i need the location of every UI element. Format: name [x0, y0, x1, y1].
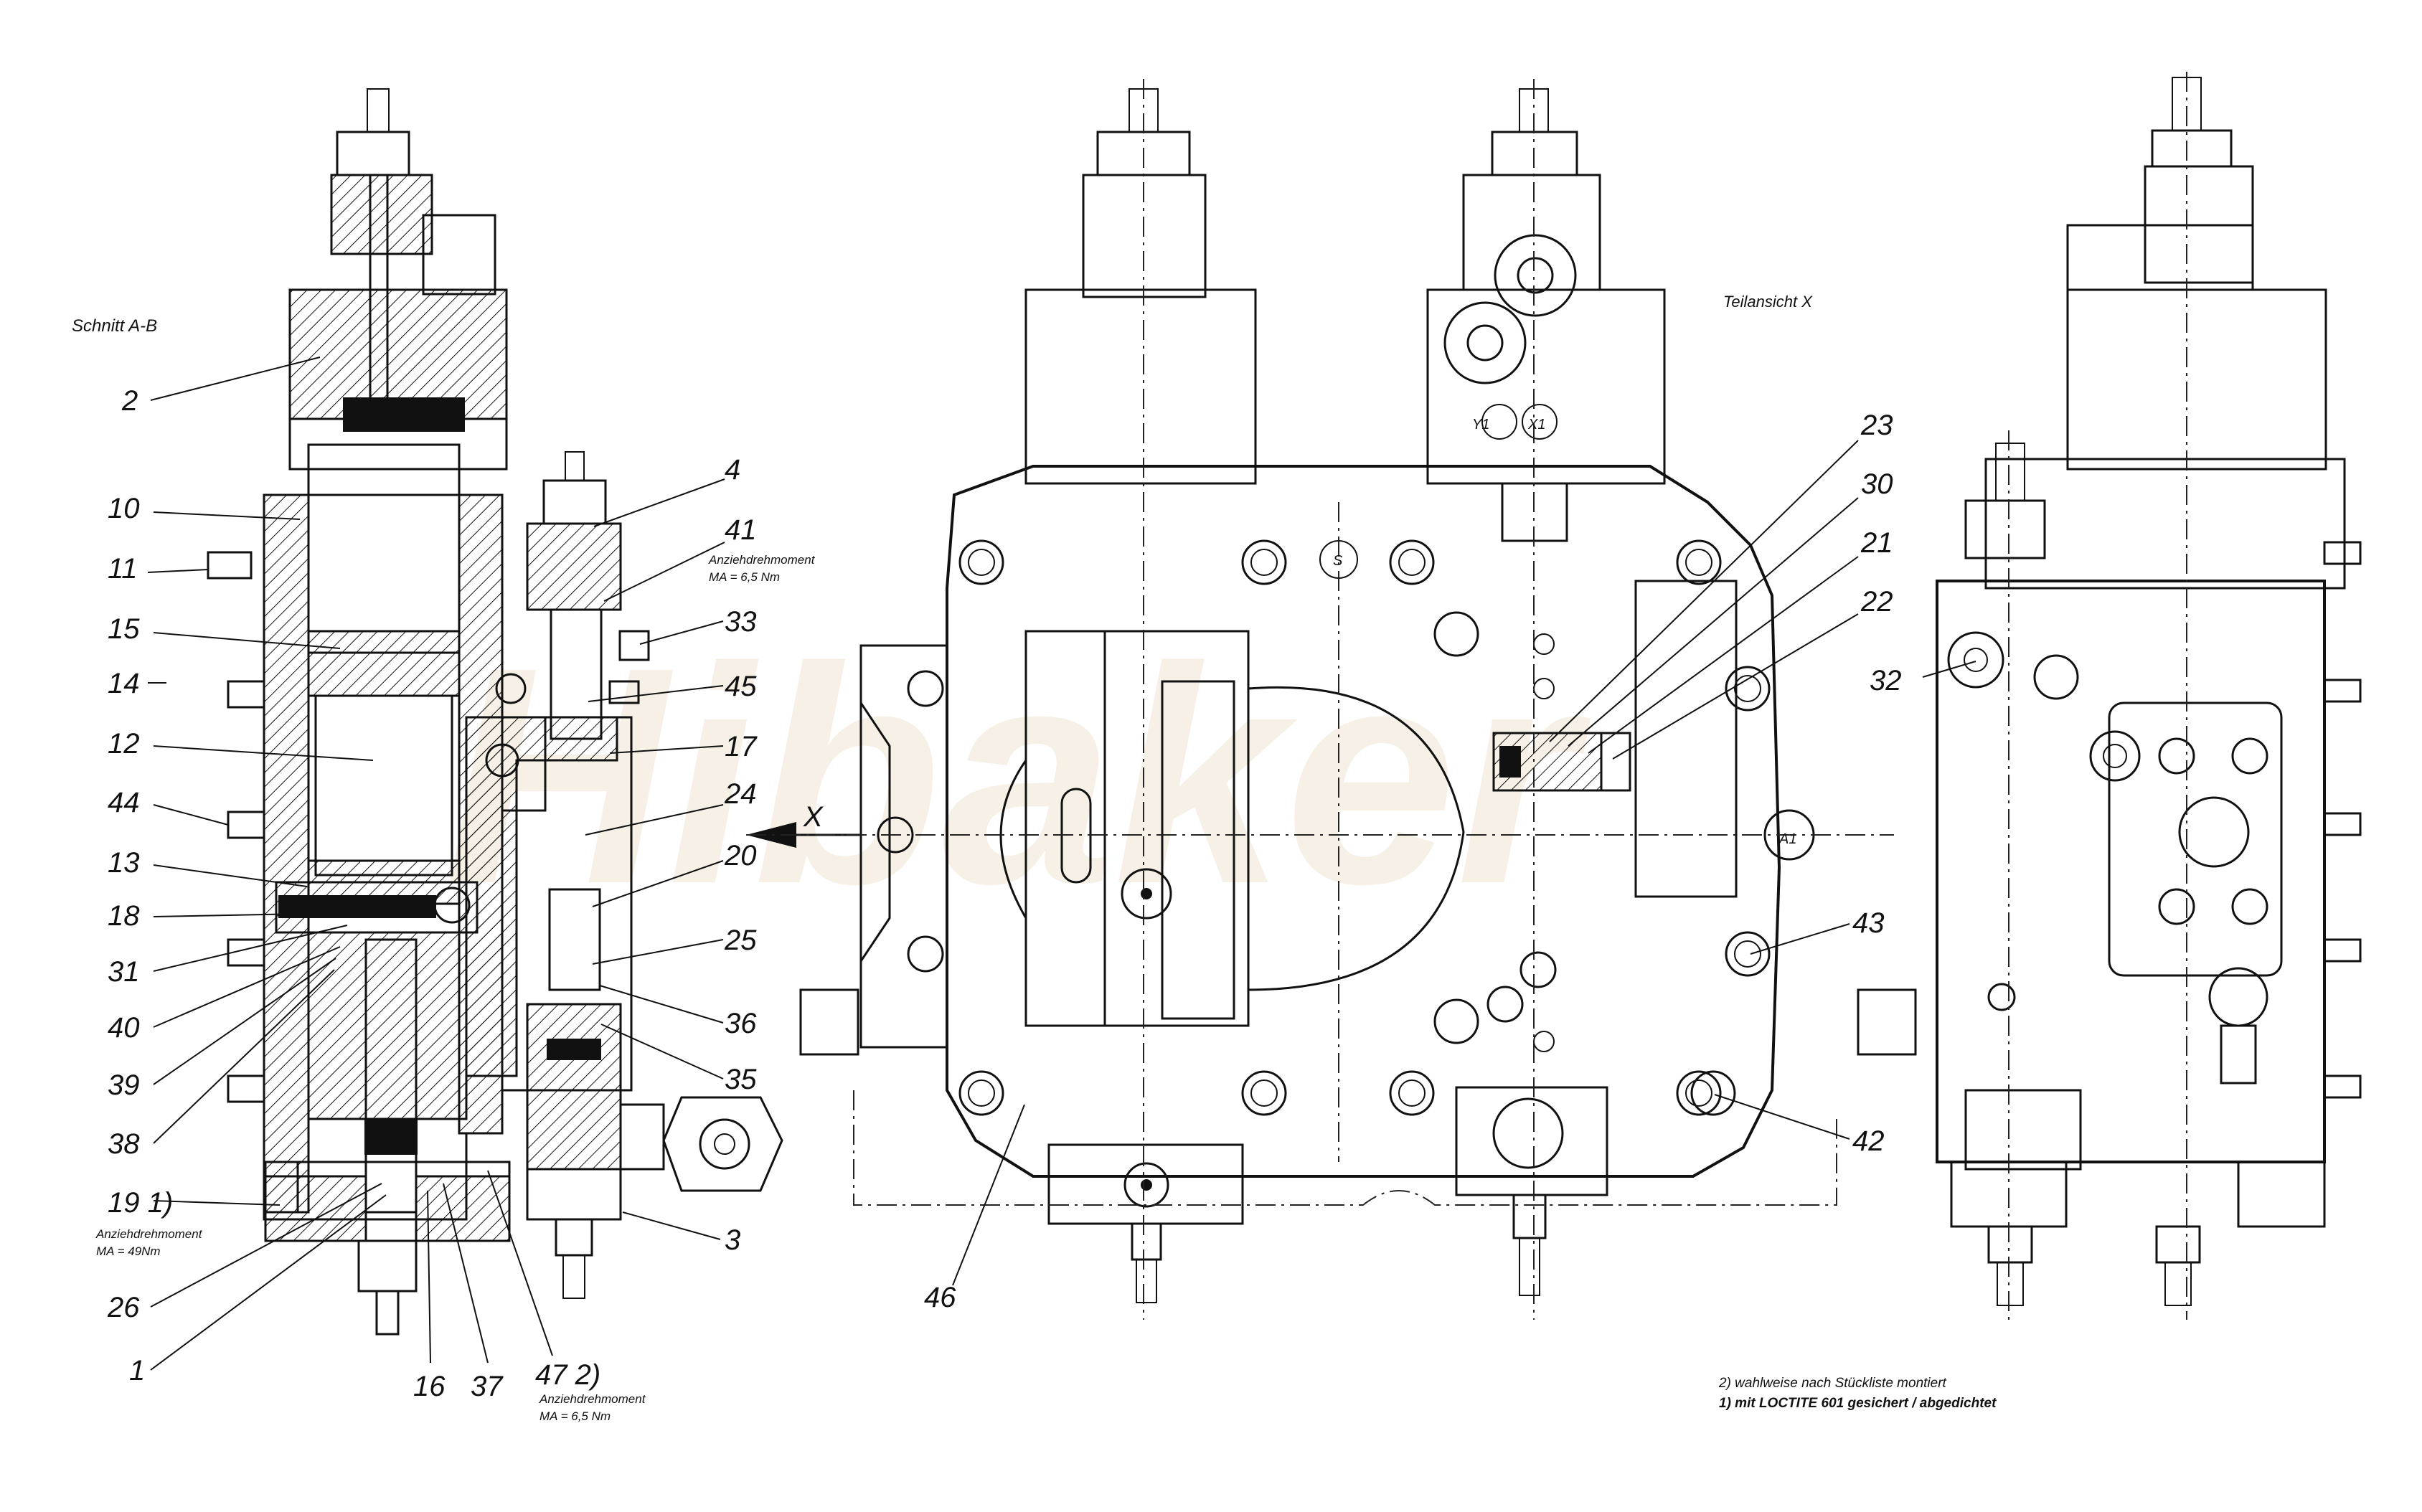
part-number-4: 4: [725, 454, 740, 486]
footnote-optional: 2) wahlweise nach Stückliste montiert: [1718, 1376, 1947, 1391]
footnote-loctite: 1) mit LOCTITE 601 gesichert / abgedicht…: [1719, 1396, 1997, 1411]
part-number-40: 40: [108, 1012, 140, 1044]
part-number-37: 37: [471, 1371, 504, 1402]
port-label-x1: X1: [1527, 417, 1545, 433]
part-number-39: 39: [108, 1069, 140, 1101]
part-number-24: 24: [724, 778, 757, 810]
labels: Schnitt A-B Teilansicht X X Y1 X1 A1 S 2…: [72, 293, 1997, 1423]
part-number-42: 42: [1852, 1125, 1885, 1157]
torque-note-label: Anziehdrehmoment: [539, 1392, 646, 1406]
port-label-y1: Y1: [1472, 417, 1489, 433]
side-view: [1936, 72, 2362, 1320]
part-number-32: 32: [1870, 665, 1902, 696]
part-number-21: 21: [1860, 527, 1893, 559]
part-number-13: 13: [108, 847, 140, 879]
view-arrow-label: X: [803, 801, 824, 833]
leader-lines: [147, 356, 1976, 1371]
part-number-19: 19 1): [108, 1187, 173, 1219]
part-number-3: 3: [725, 1224, 740, 1256]
watermark: Hibaker: [445, 604, 1591, 948]
torque-note-label: Anziehdrehmoment: [95, 1227, 203, 1241]
part-number-22: 22: [1860, 586, 1893, 618]
view-title: Teilansicht X: [1723, 293, 1813, 311]
part-number-18: 18: [108, 900, 140, 932]
part-number-45: 45: [725, 671, 757, 702]
part-number-41: 41: [725, 514, 757, 546]
part-number-11: 11: [108, 553, 138, 585]
part-number-31: 31: [108, 956, 140, 988]
part-number-23: 23: [1860, 410, 1893, 441]
torque-note-value: MA = 49Nm: [96, 1244, 161, 1258]
section-view-a-b: [207, 88, 861, 1336]
part-number-36: 36: [725, 1008, 757, 1039]
part-number-47: 47 2): [535, 1359, 600, 1391]
bolt-circles: [877, 539, 1771, 1116]
part-number-12: 12: [108, 728, 140, 760]
section-title: Schnitt A-B: [72, 316, 157, 336]
part-number-35: 35: [725, 1064, 757, 1095]
part-number-1: 1: [129, 1355, 145, 1386]
part-number-46: 46: [924, 1282, 956, 1313]
part-number-15: 15: [108, 613, 140, 645]
torque-note-label: Anziehdrehmoment: [708, 553, 816, 567]
watermark-text: Hibaker: [445, 604, 1591, 948]
part-number-14: 14: [108, 668, 140, 699]
port-label-s: S: [1333, 553, 1343, 569]
part-number-2: 2: [121, 385, 138, 417]
part-number-16: 16: [413, 1371, 446, 1402]
torque-note-value: MA = 6,5 Nm: [709, 570, 780, 584]
front-view: [799, 79, 1917, 1320]
part-number-20: 20: [724, 840, 757, 871]
part-number-43: 43: [1852, 907, 1885, 939]
part-number-17: 17: [725, 731, 758, 762]
part-number-26: 26: [107, 1292, 140, 1323]
part-number-30: 30: [1861, 468, 1893, 500]
part-number-25: 25: [724, 925, 757, 956]
part-number-38: 38: [108, 1128, 140, 1160]
part-number-33: 33: [725, 606, 757, 638]
port-label-a1: A1: [1778, 831, 1796, 847]
part-number-44: 44: [108, 787, 140, 818]
part-number-10: 10: [108, 493, 140, 524]
torque-note-value: MA = 6,5 Nm: [539, 1409, 611, 1423]
